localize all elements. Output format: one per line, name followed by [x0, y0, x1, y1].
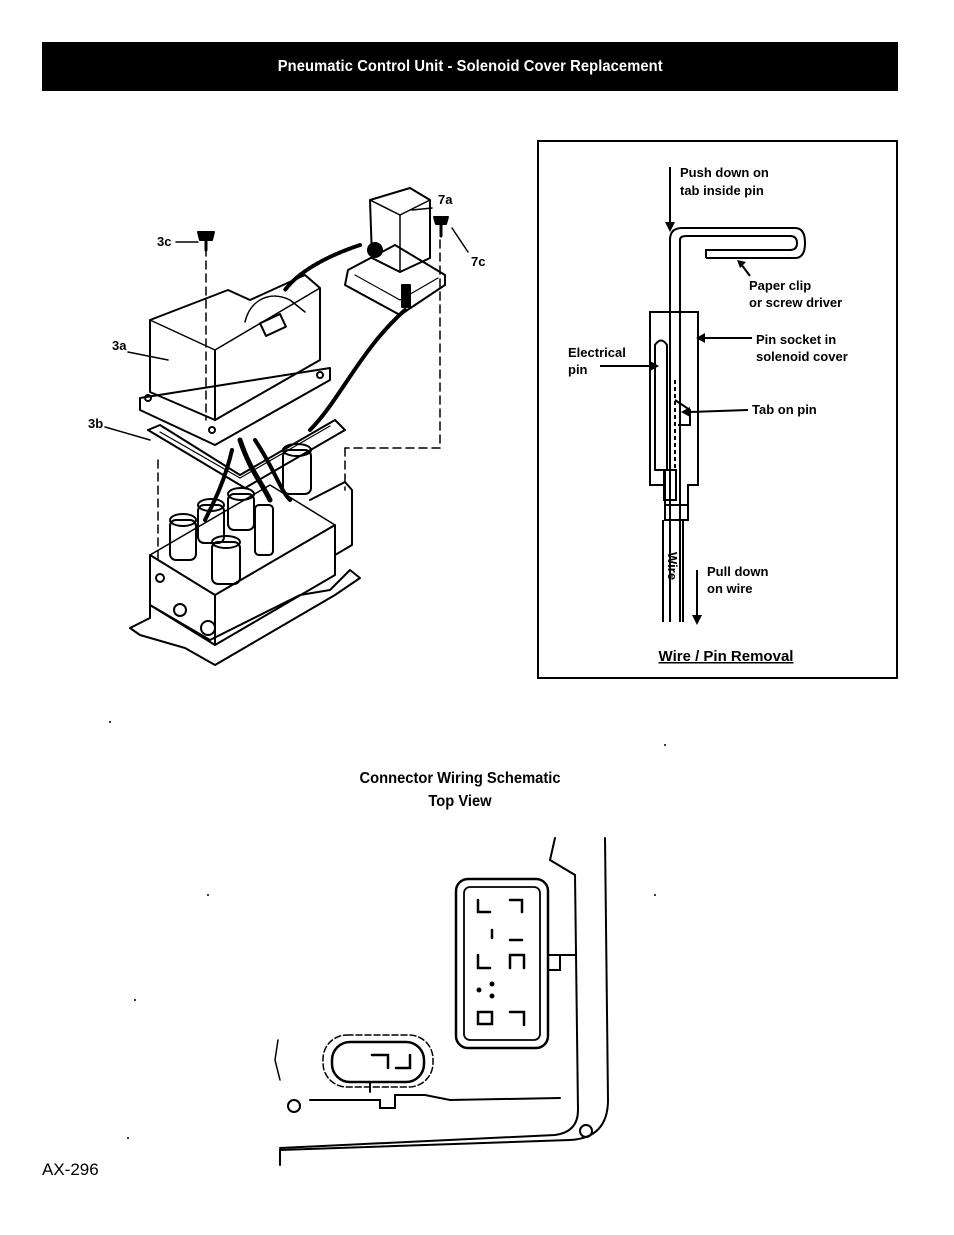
- electrical-pin-label-line1: Electrical: [568, 345, 626, 360]
- callout-7a: 7a: [438, 192, 453, 207]
- wire-pin-removal-panel: Push down on tab inside pin Paper clip o…: [537, 140, 898, 679]
- pull-down-label-line2: on wire: [707, 581, 753, 596]
- pull-down-label-line1: Pull down: [707, 564, 768, 579]
- push-down-label-line2: tab inside pin: [680, 183, 764, 198]
- tab-on-pin-label: Tab on pin: [752, 402, 817, 417]
- header-bar: Pneumatic Control Unit - Solenoid Cover …: [42, 42, 898, 91]
- page-title: Pneumatic Control Unit - Solenoid Cover …: [277, 57, 663, 75]
- callout-3b: 3b: [88, 416, 103, 431]
- schematic-title: Connector Wiring Schematic Top View: [313, 767, 607, 813]
- push-down-label-line1: Push down on: [680, 165, 769, 180]
- electrical-pin-label-line2: pin: [568, 362, 588, 377]
- paper-clip-label-line1: Paper clip: [749, 278, 811, 293]
- schematic-title-line1: Connector Wiring Schematic: [359, 770, 561, 787]
- wire-text-label: Wire: [665, 552, 680, 580]
- schematic-title-line2: Top View: [428, 793, 492, 810]
- exploded-view-diagram: 3c 3a 3b 7a 7c: [88, 187, 485, 666]
- pin-socket-label-line1: Pin socket in: [756, 332, 836, 347]
- callout-7c: 7c: [471, 254, 485, 269]
- paper-clip-label-line2: or screw driver: [749, 295, 842, 310]
- pin-socket-label-line2: solenoid cover: [756, 349, 848, 364]
- callout-3c: 3c: [157, 234, 171, 249]
- page-number: AX-296: [42, 1160, 99, 1179]
- callout-3a: 3a: [112, 338, 127, 353]
- wire-pin-caption: Wire / Pin Removal: [659, 648, 794, 665]
